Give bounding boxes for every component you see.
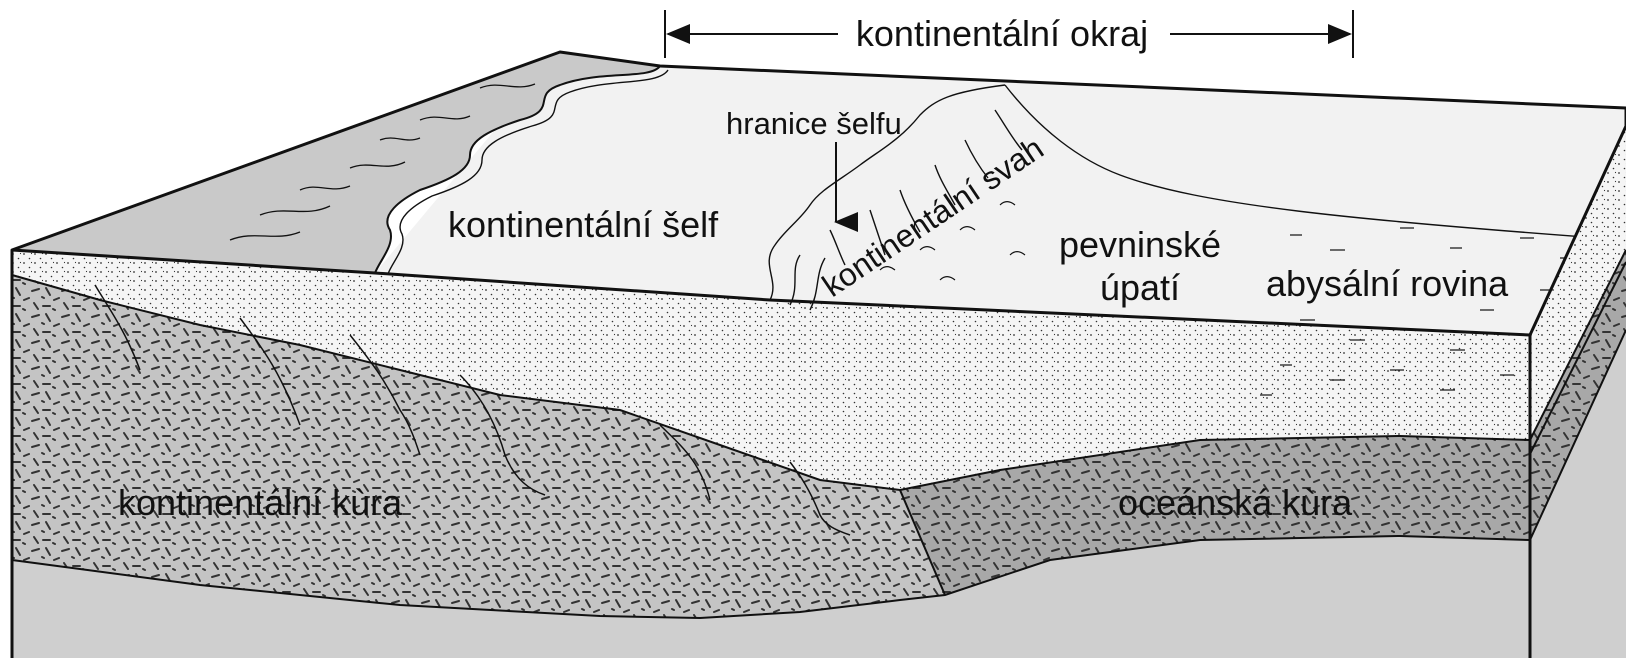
continental-crust-label: kontinentální kùra (118, 482, 403, 523)
oceanic-crust-label: oceánská kùra (1118, 482, 1353, 523)
continental-margin-label: kontinentální okraj (856, 13, 1148, 54)
shelf-break-label: hranice šelfu (726, 106, 902, 141)
continental-shelf-label: kontinentální šelf (448, 204, 719, 245)
continental-rise-label-1: pevninské (1059, 224, 1221, 265)
abyssal-plain-label: abysální rovina (1266, 263, 1509, 304)
continental-rise-label-2: úpatí (1100, 267, 1180, 308)
